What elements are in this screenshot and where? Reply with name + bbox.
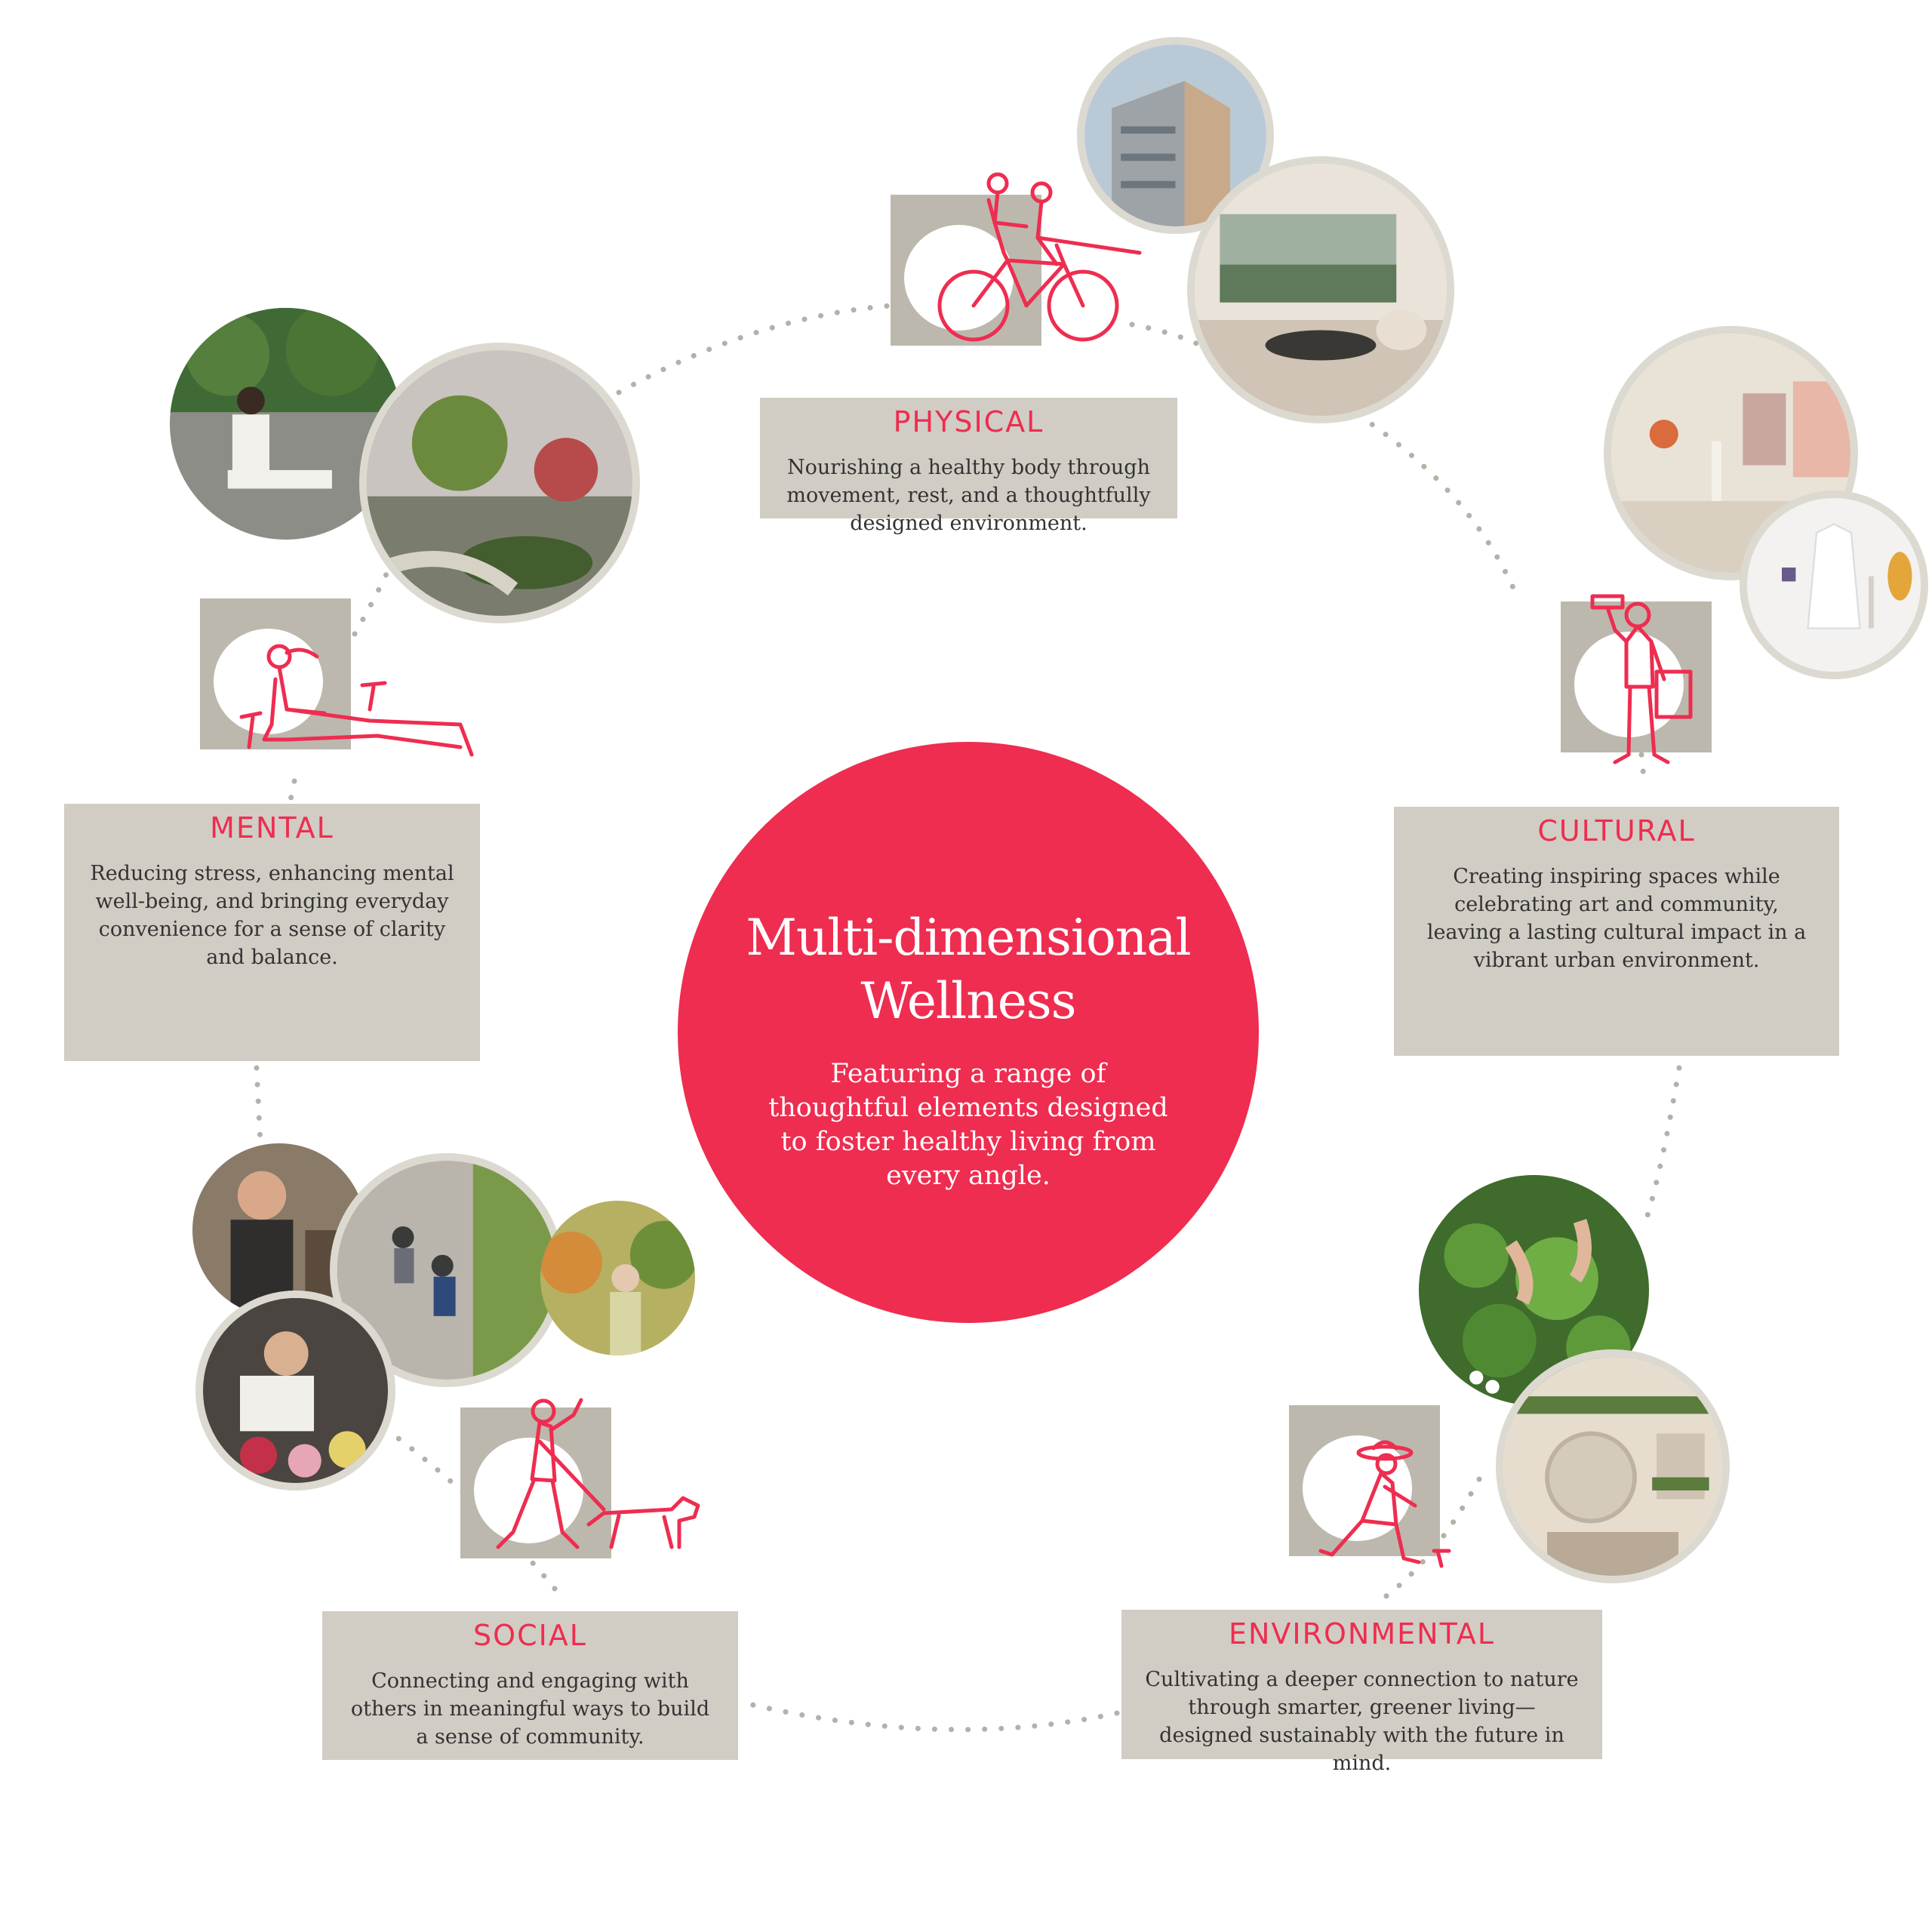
gardener-kneeling-icon (1318, 1440, 1451, 1568)
center-circle: Multi-dimensional Wellness Featuring a r… (678, 742, 1259, 1323)
photo-exhibition (1740, 491, 1928, 679)
cultural-text: Creating inspiring spaces while celebrat… (1426, 865, 1807, 972)
social-title: SOCIAL (473, 1619, 587, 1652)
mental-card: MENTAL Reducing stress, enhancing mental… (64, 804, 480, 1061)
physical-icon-frame (891, 195, 1041, 346)
social-icon-frame (460, 1407, 611, 1558)
photo-living-room (1187, 156, 1454, 423)
cultural-title: CULTURAL (1537, 814, 1696, 848)
environmental-card: ENVIRONMENTAL Cultivating a deeper conne… (1121, 1610, 1602, 1775)
social-text: Connecting and engaging with others in m… (350, 1669, 710, 1749)
photo-flower-market (195, 1291, 395, 1491)
photo-outdoor-stretch (540, 1201, 695, 1355)
cultural-card: CULTURAL Creating inspiring spaces while… (1394, 807, 1839, 1056)
mental-text: Reducing stress, enhancing mental well-b… (90, 862, 454, 969)
cycling-couple-icon (937, 172, 1142, 342)
photo-green-facade (1496, 1349, 1730, 1583)
painter-with-roller-icon (1590, 594, 1693, 764)
physical-card: PHYSICAL Nourishing a healthy body throu… (760, 398, 1177, 535)
physical-text: Nourishing a healthy body through moveme… (786, 456, 1151, 535)
yoga-cobra-pose-icon (239, 644, 474, 757)
center-title: Multi-dimensional Wellness (746, 909, 1191, 1030)
dog-walker-icon (496, 1398, 700, 1549)
environmental-title: ENVIRONMENTAL (1228, 1617, 1496, 1651)
mental-icon-frame (200, 598, 351, 749)
environmental-text: Cultivating a deeper connection to natur… (1145, 1668, 1579, 1775)
mental-title: MENTAL (210, 811, 334, 844)
photo-rooftop-garden (359, 343, 640, 623)
physical-title: PHYSICAL (893, 405, 1044, 438)
center-text: Featuring a range of thoughtful elements… (768, 1059, 1168, 1191)
social-card: SOCIAL Connecting and engaging with othe… (322, 1611, 738, 1760)
